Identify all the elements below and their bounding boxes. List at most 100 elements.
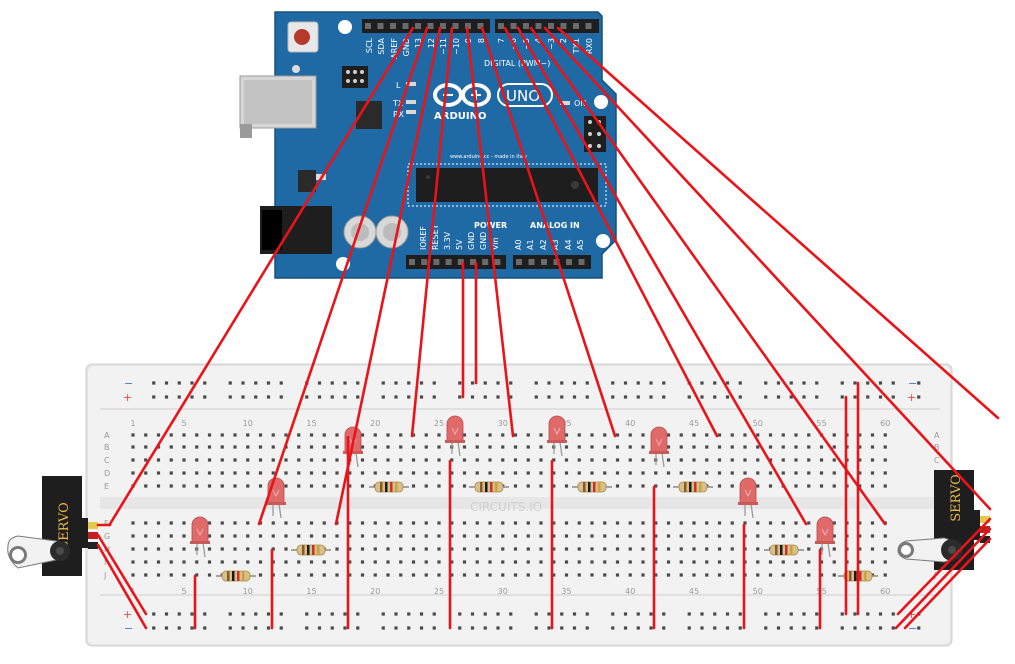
breadboard-hole[interactable] — [373, 458, 377, 462]
breadboard-hole[interactable] — [738, 395, 742, 399]
breadboard-hole[interactable] — [700, 395, 704, 399]
breadboard-hole[interactable] — [220, 534, 224, 538]
breadboard-hole[interactable] — [203, 612, 207, 616]
breadboard-hole[interactable] — [547, 612, 551, 616]
breadboard-hole[interactable] — [539, 458, 543, 462]
breadboard-hole[interactable] — [840, 612, 844, 616]
breadboard-hole[interactable] — [488, 521, 492, 525]
breadboard-hole[interactable] — [547, 395, 551, 399]
wire[interactable] — [465, 26, 515, 438]
breadboard-hole[interactable] — [152, 381, 156, 385]
breadboard-hole[interactable] — [615, 458, 620, 462]
breadboard-hole[interactable] — [462, 573, 467, 577]
breadboard-hole[interactable] — [725, 626, 730, 630]
breadboard-hole[interactable] — [330, 395, 334, 399]
header-socket[interactable] — [477, 23, 484, 29]
breadboard-hole[interactable] — [335, 484, 339, 488]
breadboard-hole[interactable] — [883, 458, 887, 462]
breadboard-hole[interactable] — [768, 445, 773, 449]
breadboard-hole[interactable] — [246, 471, 250, 475]
breadboard-hole[interactable] — [815, 381, 819, 385]
breadboard-hole[interactable] — [419, 381, 424, 385]
breadboard-hole[interactable] — [203, 395, 207, 399]
breadboard-hole[interactable] — [470, 612, 475, 616]
breadboard-hole[interactable] — [182, 433, 186, 437]
breadboard-hole[interactable] — [182, 484, 186, 488]
breadboard-hole[interactable] — [437, 471, 441, 475]
breadboard-hole[interactable] — [572, 381, 577, 385]
breadboard-hole[interactable] — [840, 381, 844, 385]
breadboard-hole[interactable] — [615, 445, 620, 449]
breadboard-hole[interactable] — [233, 547, 237, 551]
breadboard-hole[interactable] — [330, 626, 334, 630]
breadboard-hole[interactable] — [764, 395, 768, 399]
breadboard-hole[interactable] — [764, 626, 768, 630]
breadboard-hole[interactable] — [228, 626, 232, 630]
breadboard-hole[interactable] — [717, 521, 722, 525]
breadboard-hole[interactable] — [776, 612, 781, 616]
breadboard-hole[interactable] — [590, 560, 594, 564]
breadboard-hole[interactable] — [156, 534, 161, 538]
breadboard-hole[interactable] — [195, 445, 199, 449]
breadboard-hole[interactable] — [424, 560, 428, 564]
breadboard-hole[interactable] — [271, 471, 275, 475]
breadboard-hole[interactable] — [271, 458, 275, 462]
breadboard-hole[interactable] — [547, 381, 551, 385]
breadboard-hole[interactable] — [730, 471, 734, 475]
breadboard-hole[interactable] — [450, 484, 454, 488]
breadboard-hole[interactable] — [437, 521, 441, 525]
breadboard-hole[interactable] — [424, 445, 428, 449]
breadboard-hole[interactable] — [233, 560, 237, 564]
breadboard-hole[interactable] — [840, 626, 844, 630]
wire[interactable] — [410, 26, 454, 438]
breadboard-hole[interactable] — [207, 547, 212, 551]
breadboard-hole[interactable] — [802, 395, 806, 399]
header-socket[interactable] — [402, 23, 409, 29]
breadboard-hole[interactable] — [450, 471, 454, 475]
breadboard-hole[interactable] — [373, 534, 377, 538]
breadboard-hole[interactable] — [590, 433, 594, 437]
breadboard-hole[interactable] — [717, 445, 722, 449]
digital-header[interactable] — [362, 19, 599, 33]
breadboard-hole[interactable] — [297, 458, 301, 462]
breadboard-hole[interactable] — [815, 395, 819, 399]
breadboard-hole[interactable] — [662, 395, 666, 399]
breadboard-hole[interactable] — [832, 445, 836, 449]
breadboard-hole[interactable] — [156, 573, 161, 577]
breadboard-hole[interactable] — [381, 395, 385, 399]
breadboard-hole[interactable] — [386, 471, 390, 475]
header-socket[interactable] — [535, 23, 542, 29]
breadboard-hole[interactable] — [203, 381, 207, 385]
breadboard-hole[interactable] — [819, 560, 824, 564]
breadboard-hole[interactable] — [552, 458, 556, 462]
breadboard-hole[interactable] — [207, 471, 212, 475]
header-socket[interactable] — [457, 259, 464, 265]
breadboard-hole[interactable] — [284, 560, 288, 564]
breadboard-hole[interactable] — [450, 560, 454, 564]
breadboard-hole[interactable] — [399, 458, 403, 462]
breadboard-hole[interactable] — [182, 560, 186, 564]
breadboard-hole[interactable] — [450, 521, 454, 525]
breadboard-hole[interactable] — [458, 626, 462, 630]
breadboard-hole[interactable] — [628, 521, 632, 525]
breadboard-hole[interactable] — [679, 471, 683, 475]
breadboard-hole[interactable] — [756, 484, 760, 488]
breadboard-hole[interactable] — [144, 445, 148, 449]
breadboard-hole[interactable] — [713, 626, 717, 630]
breadboard-hole[interactable] — [156, 547, 161, 551]
breadboard-hole[interactable] — [636, 395, 640, 399]
breadboard-hole[interactable] — [789, 381, 793, 385]
breadboard-hole[interactable] — [207, 534, 212, 538]
breadboard-hole[interactable] — [534, 395, 538, 399]
breadboard-hole[interactable] — [717, 573, 722, 577]
breadboard-hole[interactable] — [458, 612, 462, 616]
breadboard-hole[interactable] — [768, 458, 773, 462]
breadboard-hole[interactable] — [870, 547, 875, 551]
breadboard-hole[interactable] — [692, 547, 696, 551]
wire[interactable] — [96, 543, 148, 630]
breadboard-hole[interactable] — [636, 381, 640, 385]
breadboard-hole[interactable] — [513, 458, 518, 462]
breadboard-hole[interactable] — [169, 560, 173, 564]
breadboard-hole[interactable] — [794, 458, 798, 462]
breadboard-hole[interactable] — [373, 560, 377, 564]
